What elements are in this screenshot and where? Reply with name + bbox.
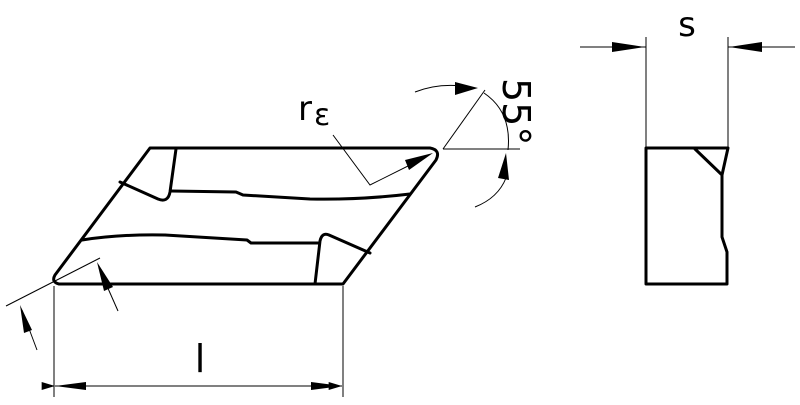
insert-outline [52,146,439,286]
corner-width-dimension [5,257,119,351]
length-dimension: l [41,286,344,397]
angle-annotation: 55° [414,78,538,208]
chipbreaker-lower-groove [80,233,320,245]
thickness-dimension: s [580,5,795,147]
chipbreaker-upper-groove [169,189,412,201]
side-chamfer [693,147,723,176]
thickness-label: s [678,5,696,45]
corner-radius-subscript: ε [314,98,330,133]
insert-side-view [644,146,730,286]
corner-radius-annotation: r ε [298,89,433,186]
length-label: l [195,337,206,381]
corner-radius-label: r [298,89,312,129]
chipbreaker-lower-right [313,232,372,286]
side-outline [644,146,730,286]
angle-label: 55° [494,78,538,145]
insert-top-view [52,146,439,286]
